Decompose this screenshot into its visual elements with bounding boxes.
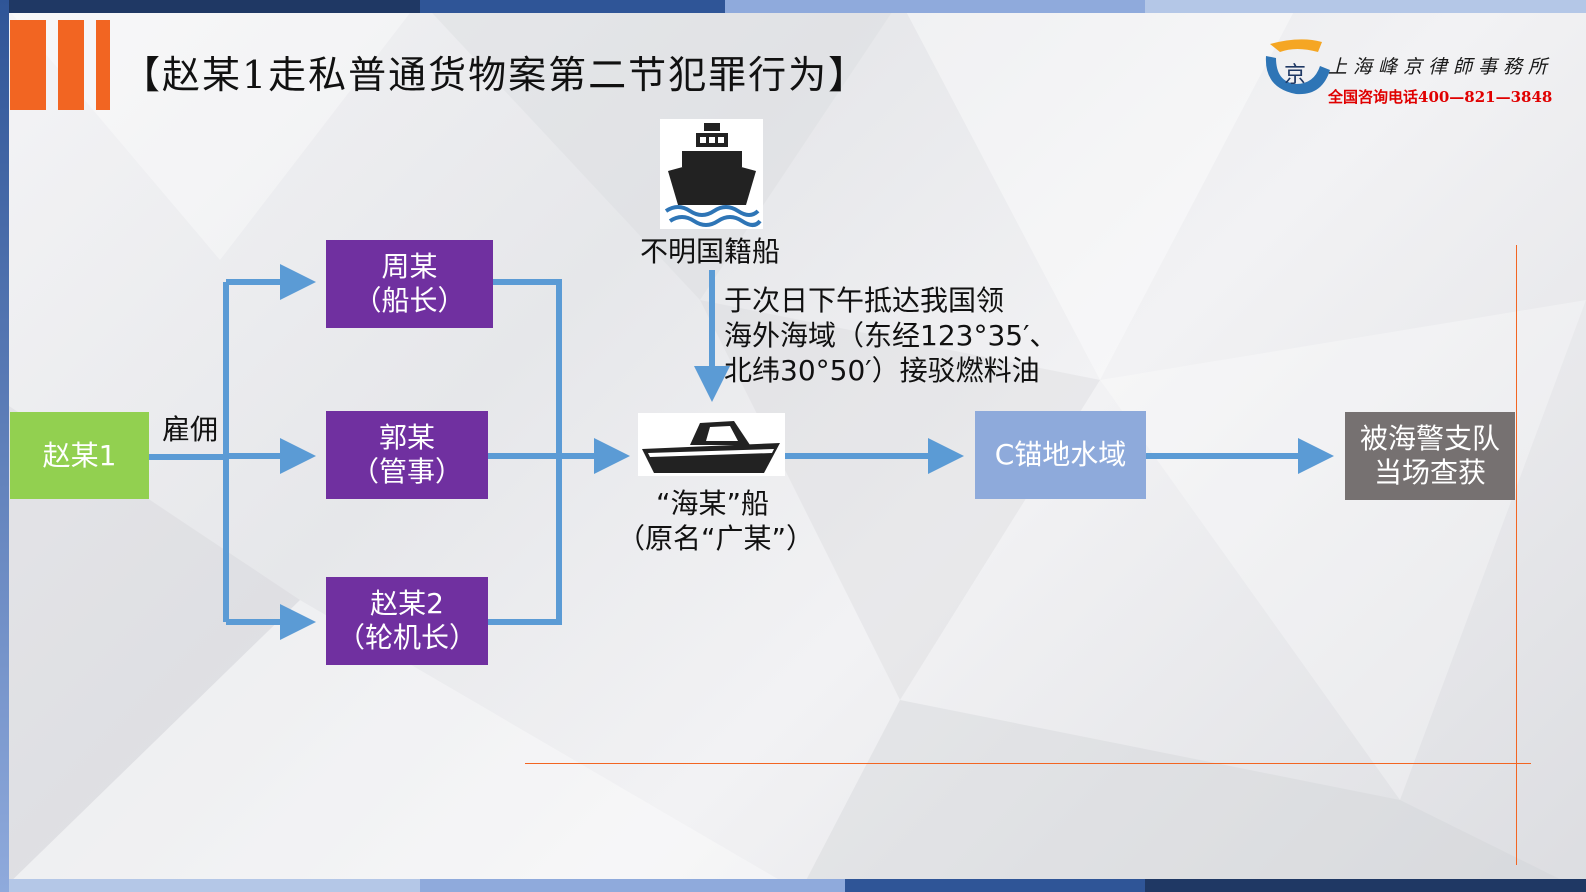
page-title: 【赵某1走私普通货物案第二节犯罪行为】 bbox=[122, 53, 869, 97]
bottom-bar-light bbox=[0, 879, 420, 892]
top-bar-dark bbox=[0, 0, 420, 13]
node-zhao2-role: （轮机长） bbox=[336, 621, 477, 654]
node-anchorage: C锚地水域 bbox=[975, 411, 1146, 499]
bottom-bar-mid bbox=[420, 879, 845, 892]
cargo-ship-tile bbox=[660, 119, 763, 229]
top-bar-light bbox=[725, 0, 1145, 13]
node-zhao2-name: 赵某2 bbox=[370, 587, 444, 620]
node-zhou-name: 周某 bbox=[381, 250, 438, 283]
node-guo-role: （管事） bbox=[350, 455, 463, 488]
node-zhou-role: （船长） bbox=[353, 284, 466, 317]
divider-horizontal bbox=[525, 763, 1531, 764]
node-zhao2: 赵某2 （轮机长） bbox=[326, 577, 488, 665]
yacht-tile bbox=[638, 413, 785, 476]
logo-mark-text: 京 bbox=[1284, 63, 1306, 88]
node-zhao1-label: 赵某1 bbox=[42, 438, 117, 472]
node-zhou: 周某 （船长） bbox=[326, 240, 493, 328]
cargo-ship-icon bbox=[664, 123, 762, 227]
left-edge-strip bbox=[0, 0, 9, 892]
transfer-note-line-2: 海外海域（东经123°35′、 bbox=[724, 319, 1058, 352]
accent-block-1 bbox=[10, 20, 46, 110]
node-anchorage-label: C锚地水域 bbox=[994, 438, 1127, 471]
node-guo-name: 郭某 bbox=[378, 421, 435, 454]
firm-name: 上海峰京律師事務所 bbox=[1328, 56, 1554, 78]
node-zhao1: 赵某1 bbox=[10, 412, 149, 499]
hai-ship-label: “海某”船 bbox=[656, 487, 770, 520]
node-guo: 郭某 （管事） bbox=[326, 411, 488, 499]
bottom-bar-dark bbox=[845, 879, 1145, 892]
accent-block-3 bbox=[96, 20, 110, 110]
node-seized: 被海警支队 当场查获 bbox=[1345, 412, 1515, 500]
hire-label: 雇佣 bbox=[162, 413, 219, 446]
hai-ship-original-name: （原名“广某”） bbox=[617, 522, 815, 555]
bottom-bar-darkest bbox=[1145, 879, 1586, 892]
divider-vertical bbox=[1516, 245, 1517, 865]
transfer-note-line-3: 北纬30°50′）接驳燃料油 bbox=[724, 354, 1040, 387]
node-seized-line-2: 当场查获 bbox=[1373, 456, 1486, 489]
node-seized-line-1: 被海警支队 bbox=[1359, 422, 1500, 455]
top-bar-lighter bbox=[1145, 0, 1586, 13]
firm-logo-icon: 京 bbox=[1265, 39, 1330, 95]
top-bar-mid bbox=[420, 0, 725, 13]
unknown-ship-label: 不明国籍船 bbox=[640, 235, 781, 268]
transfer-note-line-1: 于次日下午抵达我国领 bbox=[724, 284, 1005, 317]
yacht-icon bbox=[642, 421, 780, 473]
firm-phone: 全国咨询电话400—821—3848 bbox=[1328, 88, 1553, 106]
accent-block-2 bbox=[58, 20, 84, 110]
